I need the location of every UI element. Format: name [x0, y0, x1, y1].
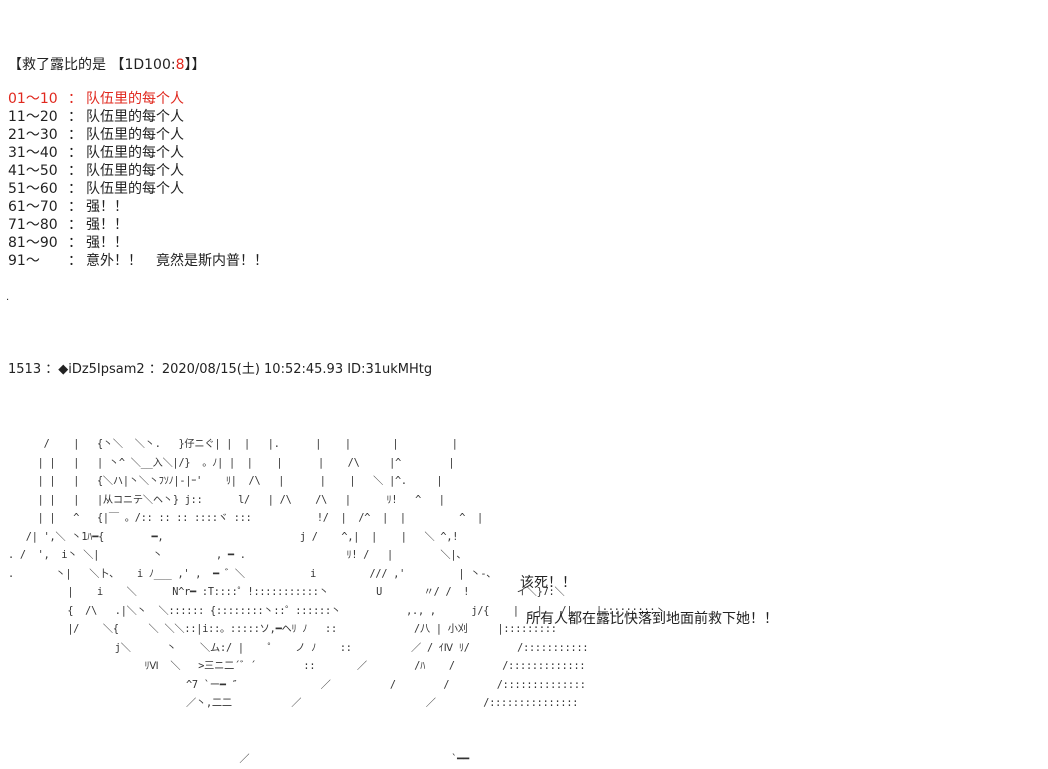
- outcome-range: 11～20: [8, 109, 58, 125]
- outcome-text: 意外！！ 竟然是斯内普！！: [86, 253, 268, 269]
- outcome-range: 31～40: [8, 145, 58, 161]
- outcome-colon: ：: [68, 217, 82, 233]
- outcome-row: 31～40 ：队伍里的每个人: [8, 144, 268, 162]
- title-prefix: 【救了露比的是 【1D100:: [8, 57, 176, 73]
- outcome-range: 81～90: [8, 235, 58, 251]
- dice-result: 8: [175, 57, 185, 73]
- outcome-text: 队伍里的每个人: [86, 163, 184, 179]
- outcome-row: 51～60 ：队伍里的每个人: [8, 180, 268, 198]
- separator-dot: .: [6, 292, 10, 303]
- outcome-row: 41～50 ：队伍里的每个人: [8, 162, 268, 180]
- outcome-range: 51～60: [8, 181, 58, 197]
- post-header: 1513 ：◆iDz5Ipsam2 ：2020/08/15(土) 10:52:4…: [8, 362, 433, 377]
- outcome-text: 队伍里的每个人: [86, 145, 184, 161]
- outcome-text: 强！！: [86, 199, 128, 215]
- outcome-range: 01～10: [8, 91, 58, 107]
- outcome-row: 21～30 ：队伍里的每个人: [8, 126, 268, 144]
- outcome-range: 21～30: [8, 127, 58, 143]
- outcome-text: 队伍里的每个人: [86, 127, 184, 143]
- outcome-row: 71～80 ：强！！: [8, 216, 268, 234]
- outcome-row: 91～ ：意外！！ 竟然是斯内普！！: [8, 252, 268, 270]
- outcome-row: 81～90 ：强！！: [8, 234, 268, 252]
- ascii-art: / | {丶＼ ＼丶. }仔ニぐ| | | |. | | | | | | | |…: [8, 439, 666, 765]
- outcome-range: 41～50: [8, 163, 58, 179]
- outcome-text: 队伍里的每个人: [86, 91, 184, 107]
- side-text-2: 所有人都在露比快落到地面前救下她！！: [526, 611, 778, 627]
- outcome-colon: ：: [68, 235, 82, 251]
- outcome-range: 61～70: [8, 199, 58, 215]
- outcome-text: 强！！: [86, 235, 128, 251]
- outcome-colon: ：: [68, 253, 82, 269]
- dice-roll-title: 【救了露比的是 【1D100:8】】: [8, 54, 206, 74]
- outcome-range: 71～80: [8, 217, 58, 233]
- side-text-1: 该死！！: [520, 575, 576, 591]
- outcome-colon: ：: [68, 127, 82, 143]
- outcome-colon: ：: [68, 145, 82, 161]
- outcome-colon: ：: [68, 109, 82, 125]
- outcome-text: 队伍里的每个人: [86, 181, 184, 197]
- outcome-range: 91～: [8, 253, 40, 269]
- outcome-row: 11～20 ：队伍里的每个人: [8, 108, 268, 126]
- outcome-colon: ：: [68, 181, 82, 197]
- outcome-colon: ：: [68, 163, 82, 179]
- outcome-text: 强！！: [86, 217, 128, 233]
- outcome-text: 队伍里的每个人: [86, 109, 184, 125]
- title-suffix: 】】: [184, 57, 206, 73]
- outcome-row: 61～70 ：强！！: [8, 198, 268, 216]
- outcome-row: 01～10 ：队伍里的每个人: [8, 90, 268, 108]
- outcome-colon: ：: [68, 199, 82, 215]
- outcome-colon: ：: [68, 91, 82, 107]
